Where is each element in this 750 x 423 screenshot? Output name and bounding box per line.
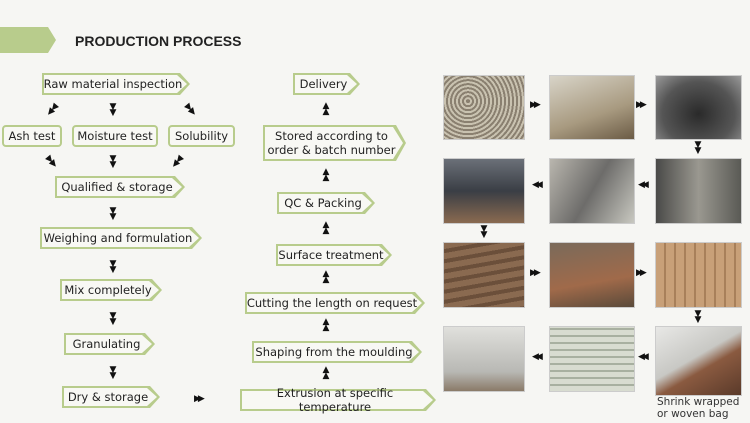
photo-mixer [655, 75, 742, 140]
arrow-up-icon: ▲▲ [322, 101, 330, 117]
step-label: Granulating [72, 337, 141, 351]
step-solubility: Solubility [168, 125, 235, 147]
step-label: Surface treatment [278, 248, 384, 262]
step-weighing-formulation: Weighing and formulation [40, 227, 202, 249]
page-title: PRODUCTION PROCESS [75, 33, 242, 49]
step-label: Shaping from the moulding [255, 345, 413, 359]
header-tab-decoration [0, 27, 56, 53]
step-label: Dry & storage [67, 390, 149, 404]
arrow-down-icon: ▼▼ [694, 309, 702, 325]
arrow-down-icon: ▼▼ [109, 311, 117, 327]
step-label: Raw material inspection [43, 77, 183, 91]
arrow-right-icon: ▶▶ [636, 100, 647, 110]
photo-raw-material [443, 75, 525, 140]
photo-profile-output [443, 158, 525, 224]
arrow-up-icon: ▲▲ [322, 317, 330, 333]
step-mix-completely: Mix completely [60, 279, 162, 301]
arrow-down-icon: ▼▼ [109, 206, 117, 222]
step-extrusion: Extrusion at specific temperature [240, 386, 436, 414]
photo-packed-pallet [443, 326, 525, 392]
step-label: Stored according to order & batch number [267, 129, 396, 157]
arrow-down-left-icon: ▼▼ [44, 101, 60, 119]
arrow-left-icon: ◀◀ [532, 180, 543, 190]
step-qualified-storage: Qualified & storage [55, 176, 185, 198]
step-ash-test: Ash test [2, 125, 62, 147]
arrow-down-icon: ▼▼ [109, 259, 117, 275]
arrow-down-right-icon: ▼▼ [183, 101, 199, 119]
photo-granulator [655, 158, 742, 224]
arrow-down-left-icon: ▼▼ [169, 153, 185, 171]
step-granulating: Granulating [64, 333, 155, 355]
step-label: Delivery [299, 77, 348, 91]
step-label: Cutting the length on request [246, 296, 418, 310]
arrow-up-icon: ▲▲ [322, 220, 330, 236]
arrow-left-icon: ◀◀ [638, 352, 649, 362]
arrow-down-icon: ▼▼ [109, 102, 117, 118]
step-moisture-test: Moisture test [72, 125, 158, 147]
step-label: Mix completely [64, 283, 152, 297]
arrow-down-icon: ▼▼ [694, 140, 702, 156]
step-stored: Stored according to order & batch number [263, 125, 406, 161]
arrow-down-icon: ▼▼ [109, 154, 117, 170]
arrow-down-icon: ▼▼ [109, 365, 117, 381]
photo-cutting [549, 242, 635, 308]
arrow-up-icon: ▲▲ [322, 167, 330, 183]
arrow-down-right-icon: ▼▼ [44, 153, 60, 171]
step-label: Weighing and formulation [43, 231, 193, 245]
photo-hollow-boards [655, 242, 742, 308]
step-label: QC & Packing [284, 196, 362, 210]
step-cutting: Cutting the length on request [245, 292, 425, 314]
step-surface-treatment: Surface treatment [276, 244, 392, 266]
arrow-right-icon: ▶▶ [530, 268, 541, 278]
photo-stacked-bundles [549, 326, 635, 392]
step-shaping: Shaping from the moulding [252, 341, 422, 363]
photo-shrink-wrapped [655, 326, 742, 396]
step-label: Qualified & storage [61, 180, 173, 194]
arrow-up-icon: ▲▲ [322, 365, 330, 381]
step-label: Extrusion at specific temperature [276, 386, 394, 414]
photo-surface-treatment [443, 242, 525, 308]
photo-extruder [549, 158, 635, 224]
step-raw-material-inspection: Raw material inspection [42, 73, 190, 95]
step-qc-packing: QC & Packing [277, 192, 375, 214]
arrow-right-icon: ▶▶ [530, 100, 541, 110]
photo-silo [549, 75, 635, 140]
arrow-right-icon: ▶▶ [194, 394, 205, 404]
arrow-right-icon: ▶▶ [636, 268, 647, 278]
arrow-left-icon: ◀◀ [638, 180, 649, 190]
arrow-down-icon: ▼▼ [480, 224, 488, 240]
step-delivery: Delivery [293, 73, 360, 95]
arrow-left-icon: ◀◀ [532, 352, 543, 362]
step-dry-storage: Dry & storage [62, 386, 160, 408]
photo-caption: Shrink wrapped or woven bag [657, 396, 740, 420]
arrow-up-icon: ▲▲ [322, 269, 330, 285]
